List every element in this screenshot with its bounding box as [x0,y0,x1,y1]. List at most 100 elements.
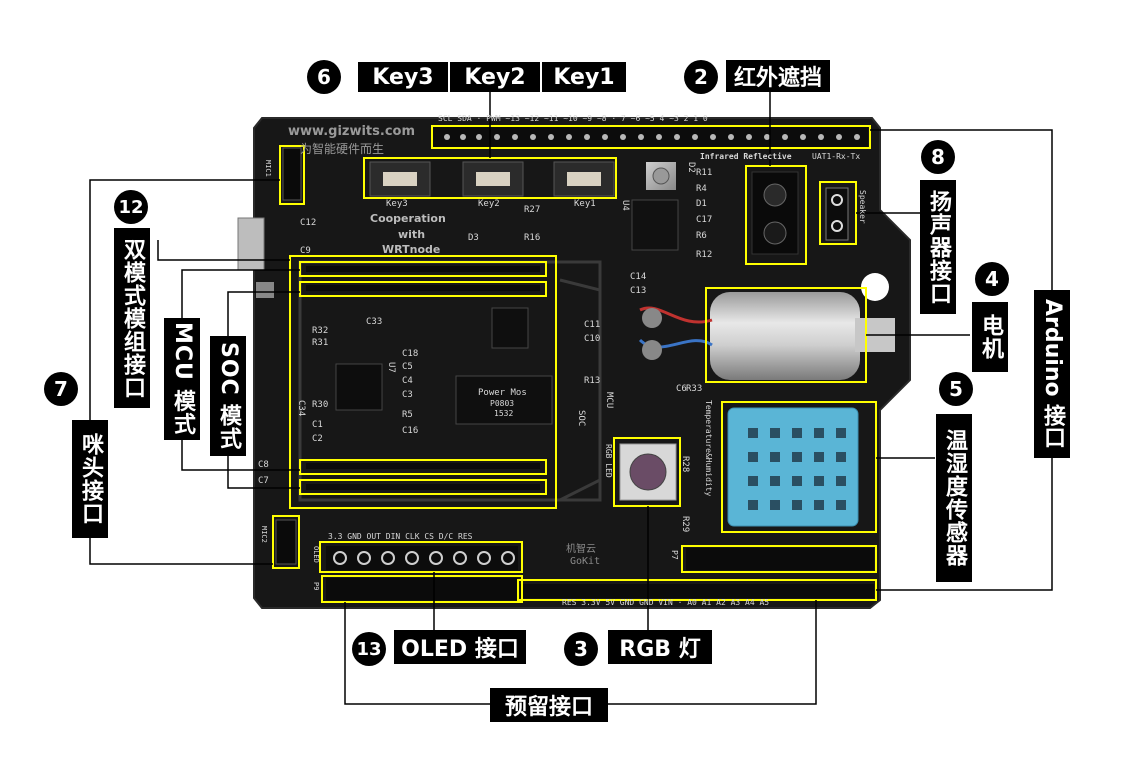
silk-c12: C12 [300,218,317,228]
hl-module-area [289,255,557,509]
silk-mcu: MCU [604,392,614,409]
label-mcu-mode: MCU 模式 [164,318,200,440]
silk-c2: C2 [312,434,323,444]
silk-infrared: Infrared Reflective [700,152,792,161]
label-speaker-interface: 扬声器接口 [920,180,956,314]
silk-c11: C11 [584,320,601,330]
silk-c13: C13 [630,286,647,296]
silk-slogan: 为智能硬件而生 [300,142,385,156]
label-key2: Key2 [450,62,540,92]
silk-mic2: MIC2 [260,526,268,543]
silk-c7: C7 [258,476,269,486]
silk-c5: C5 [402,362,413,372]
silk-coop-1: Cooperation [370,212,446,225]
hl-row-1 [299,261,547,277]
silk-power-mos: Power Mos [478,388,527,398]
mic1-header [282,147,302,201]
label-oled-interface: OLED 接口 [394,630,526,664]
silk-r29: R29 [680,516,690,533]
silk-c3: C3 [402,390,413,400]
callout-number-2: 2 [684,60,718,94]
mic2-header [275,519,297,565]
silk-c8: C8 [258,460,269,470]
hl-row-2 [299,281,547,297]
hl-row-4 [299,479,547,495]
label-temp-humidity-sensor: 温湿度传感器 [936,414,972,582]
bottom-header-right [520,584,874,598]
silk-soc: SOC [576,410,586,427]
sensor-grid [748,428,846,510]
chip-u7 [335,363,383,411]
silk-c18: C18 [402,349,419,359]
hl-mic1 [279,145,305,205]
line-reserved-right [608,600,817,705]
silk-key3: Key3 [386,199,408,209]
silk-speaker: Speaker [858,190,867,224]
callout-number-4: 4 [975,262,1009,296]
silk-c16: C16 [402,426,419,436]
silk-c17: C17 [696,215,713,225]
line-arduino [870,129,1053,290]
temp-humidity-sensor [727,407,859,527]
module-pin-rows [306,266,540,490]
silk-gokit-cn: 机智云 [566,544,596,555]
hl-top-header [431,125,871,149]
label-motor: 电机 [972,302,1008,372]
silk-d2: D2 [686,162,696,173]
chip-u4 [631,199,679,251]
top-header-pins [444,134,860,140]
silk-header-bottom: RES 3.3V 5V GND GND VIN · A0 A1 A2 A3 A4… [562,598,770,607]
silk-c9: C9 [300,246,311,256]
label-mic-interface: 咪头接口 [72,420,108,538]
silk-coop-2: with [398,228,426,241]
line-mic1 [89,179,280,430]
label-arduino-interface: Arduino 接口 [1034,290,1070,458]
silk-r12: R12 [696,250,713,260]
silk-r13: R13 [584,376,601,386]
bottom-header-left [326,578,518,600]
push-buttons [369,161,615,197]
silk-c33: C33 [366,317,383,327]
callout-number-7: 7 [44,372,78,406]
silk-r31: R31 [312,338,329,348]
label-key1: Key1 [542,62,626,92]
line-arduino-bottom [876,458,1053,591]
silk-d3: D3 [468,233,479,243]
silk-r5: R5 [402,410,413,420]
silk-r32: R32 [312,326,329,336]
silk-header-top: SCL SDA · PWM ~13 ~12 ~11 ~10 ~9 ~8 · 7 … [438,114,708,123]
label-ir-block: 红外遮挡 [726,60,830,92]
mounting-hole [861,273,889,301]
silk-u7: U7 [386,362,396,373]
silk-r11: R11 [696,168,713,178]
silk-c14: C14 [630,272,647,282]
silk-r28: R28 [680,456,690,473]
callout-number-13: 13 [352,632,386,666]
label-key3: Key3 [358,62,448,92]
silk-r6: R6 [696,231,707,241]
label-reserved-interface: 预留接口 [490,688,608,722]
silk-p9: P9 [312,582,320,591]
chip-small [491,307,529,349]
callout-number-6: 6 [307,60,341,94]
hl-mic2 [272,515,300,569]
hl-row-3 [299,459,547,475]
silk-u4: U4 [620,200,630,211]
silk-r27: R27 [524,205,541,215]
label-dual-mode-interface: 双模式模组接口 [114,228,150,408]
hl-sensor [721,401,877,533]
silk-coop-3: WRTnode [382,243,441,256]
silk-c4: C4 [402,376,413,386]
silk-temp: Temperature&Humidity [704,400,713,497]
line-reserved [344,602,490,705]
hl-p7 [681,545,877,573]
silk-oled-pins: 3.3 GND OUT DIN CLK CS D/C RES [328,532,473,541]
silk-mic1: MIC1 [264,160,272,177]
hl-oled [319,541,523,573]
power-mos-chip [455,375,553,425]
silk-power-mos-3: 1532 [494,409,514,418]
label-rgb-light: RGB 灯 [608,630,712,664]
silk-r16: R16 [524,233,541,243]
